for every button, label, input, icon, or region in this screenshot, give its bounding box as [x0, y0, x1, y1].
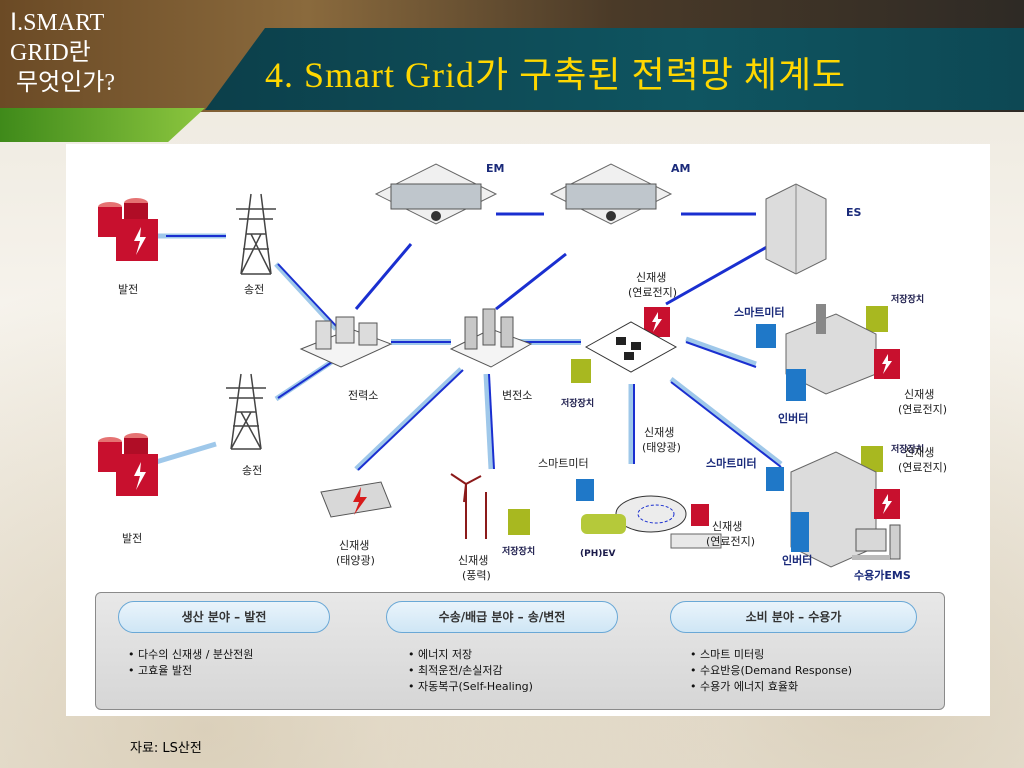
label-renew-solar-bl-1: 신재생: [339, 539, 369, 552]
legend-box: 생산 분야 – 발전 수송/배급 분야 – 송/변전 소비 분야 – 수용가 다…: [95, 592, 945, 710]
distribution-hub-icon: [584, 321, 678, 373]
transmission-tower-icon: [226, 373, 266, 450]
label-es: ES: [846, 206, 862, 219]
ev-station-icon: [576, 479, 722, 549]
label-renew-wind-1: 신재생: [458, 554, 488, 567]
section-label-line-3: 무엇인가?: [16, 70, 115, 96]
label-phev: (PH)EV: [580, 549, 616, 559]
label-substation: 변전소: [502, 389, 532, 402]
label-power-station: 전력소: [348, 389, 378, 402]
section-label-line-2: GRID란: [10, 40, 91, 66]
title-bar: [205, 28, 1024, 110]
solar-panel-icon: [320, 481, 392, 518]
label-gen1: 발전: [118, 283, 138, 296]
control-room-em-icon: [374, 163, 498, 225]
label-renew-fuel-top-2: (연료전지): [628, 286, 677, 299]
line-powerstation-em: [354, 243, 413, 310]
es-building-icon: [765, 183, 827, 275]
power-station-icon: [299, 316, 393, 368]
label-storage-top: 저장장치: [891, 293, 924, 305]
label-renew-solar-bl-2: (태양광): [336, 554, 375, 567]
transmission-tower-icon: [236, 193, 276, 275]
legend-title-consumption: 소비 분야 – 수용가: [670, 601, 917, 633]
line-hub-es: [665, 237, 782, 306]
factory-building-icon: [756, 304, 877, 401]
label-trans1: 송전: [244, 283, 264, 296]
legend-item: 다수의 신재생 / 분산전원: [128, 647, 253, 663]
legend-item: 스마트 미터링: [690, 647, 852, 663]
label-renew-solar-mid-1: 신재생: [644, 426, 674, 439]
section-label: Ⅰ.SMART GRID란 무엇인가?: [10, 8, 200, 98]
office-building-icon: [766, 451, 877, 568]
legend-item: 에너지 저장: [408, 647, 533, 663]
label-renew-fuel-br-1: 신재생: [904, 446, 934, 459]
label-storage-left: 저장장치: [561, 397, 594, 409]
label-renew-fuel-br-2: (연료전지): [898, 461, 947, 474]
label-renew-fuel-top-1: 신재생: [636, 271, 666, 284]
label-storage-wind: 저장장치: [502, 545, 535, 557]
legend-item: 고효율 발전: [128, 663, 253, 679]
label-smartmeter-top: 스마트미터: [734, 305, 785, 319]
label-renew-fuel-ev-1: 신재생: [712, 520, 742, 533]
smart-grid-diagram: 발전 발전 송전 송전 전력소 변전소 EM: [98, 162, 947, 582]
legend-title-production: 생산 분야 – 발전: [118, 601, 330, 633]
fuel-cell-icon: [874, 489, 900, 519]
line-substation-am: [495, 252, 567, 311]
section-label-line-1: Ⅰ.SMART: [10, 10, 105, 36]
label-inverter-top: 인버터: [778, 411, 808, 425]
connection-lines: [152, 212, 783, 471]
storage-icon: [861, 446, 883, 472]
control-room-am-icon: [549, 163, 673, 225]
legend-list-consumption: 스마트 미터링 수요반응(Demand Response) 수용가 에너지 효율…: [690, 647, 852, 695]
line-substation-wind: [483, 373, 494, 470]
label-trans2: 송전: [242, 464, 262, 477]
label-am: AM: [671, 162, 690, 175]
label-renew-fuel-right-2: (연료전지): [898, 403, 947, 416]
computer-icon: [852, 524, 901, 560]
label-renew-fuel-ev-2: (연료전지): [706, 535, 755, 548]
label-renew-solar-mid-2: (태양광): [642, 441, 681, 454]
source-caption: 자료: LS산전: [130, 741, 202, 756]
line-trans1-powerstation: [274, 262, 338, 331]
legend-item: 자동복구(Self-Healing): [408, 679, 533, 695]
label-storage-right: 저장장치: [891, 443, 924, 455]
storage-icon: [866, 306, 888, 332]
generator-icon: [98, 198, 158, 261]
line-substation-solar: [354, 367, 463, 471]
legend-item: 수용가 에너지 효율화: [690, 679, 852, 695]
generator-icon: [98, 433, 158, 496]
legend-list-transmission: 에너지 저장 최적운전/손실저감 자동복구(Self-Healing): [408, 647, 533, 695]
line-gen2-trans2: [155, 441, 217, 465]
label-em: EM: [486, 162, 504, 175]
slide-title: 4. Smart Grid가 구축된 전력망 체계도: [265, 55, 847, 95]
substation-icon: [449, 308, 533, 368]
line-hub-building-top: [685, 336, 757, 367]
fuel-cell-icon: [874, 349, 900, 379]
label-inverter-bottom: 인버터: [782, 553, 812, 567]
label-consumer-ems: 수용가EMS: [854, 568, 911, 582]
label-gen2: 발전: [122, 532, 142, 545]
fuel-cell-icon: [644, 307, 670, 337]
storage-icon: [571, 359, 591, 383]
label-smartmeter-mid: 스마트미터: [538, 457, 589, 470]
legend-list-production: 다수의 신재생 / 분산전원 고효율 발전: [128, 647, 253, 679]
label-renew-wind-2: (풍력): [462, 569, 491, 582]
line-hub-building-bottom: [669, 377, 783, 466]
green-accent-strip: [0, 108, 205, 142]
legend-item: 수요반응(Demand Response): [690, 663, 852, 679]
label-smartmeter-right: 스마트미터: [706, 456, 757, 470]
legend-item: 최적운전/손실저감: [408, 663, 533, 679]
storage-icon: [508, 509, 530, 535]
label-renew-fuel-right-1: 신재생: [904, 388, 934, 401]
legend-title-transmission: 수송/배급 분야 – 송/변전: [386, 601, 618, 633]
wind-turbine-icon: [450, 473, 487, 539]
